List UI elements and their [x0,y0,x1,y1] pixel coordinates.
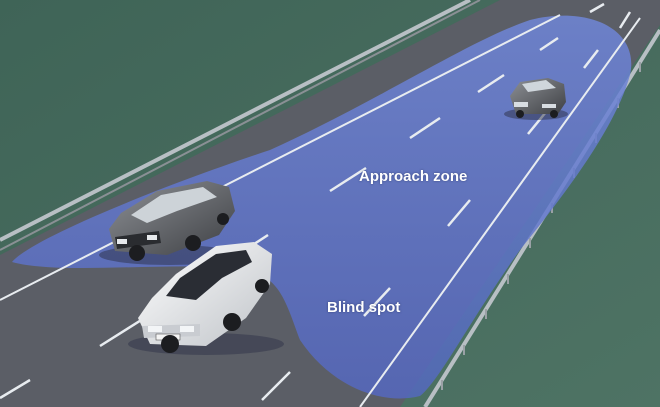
approach-zone-label: Approach zone [359,168,468,185]
detection-zone [12,15,632,399]
left-guardrail-shadow [0,0,481,251]
lane-edge-left [0,14,561,301]
approaching-car [504,78,568,120]
lane-edge-right [359,17,641,407]
left-guardrail [0,0,471,242]
ego-car [128,242,284,355]
blind-spot-label: Blind spot [327,299,401,316]
